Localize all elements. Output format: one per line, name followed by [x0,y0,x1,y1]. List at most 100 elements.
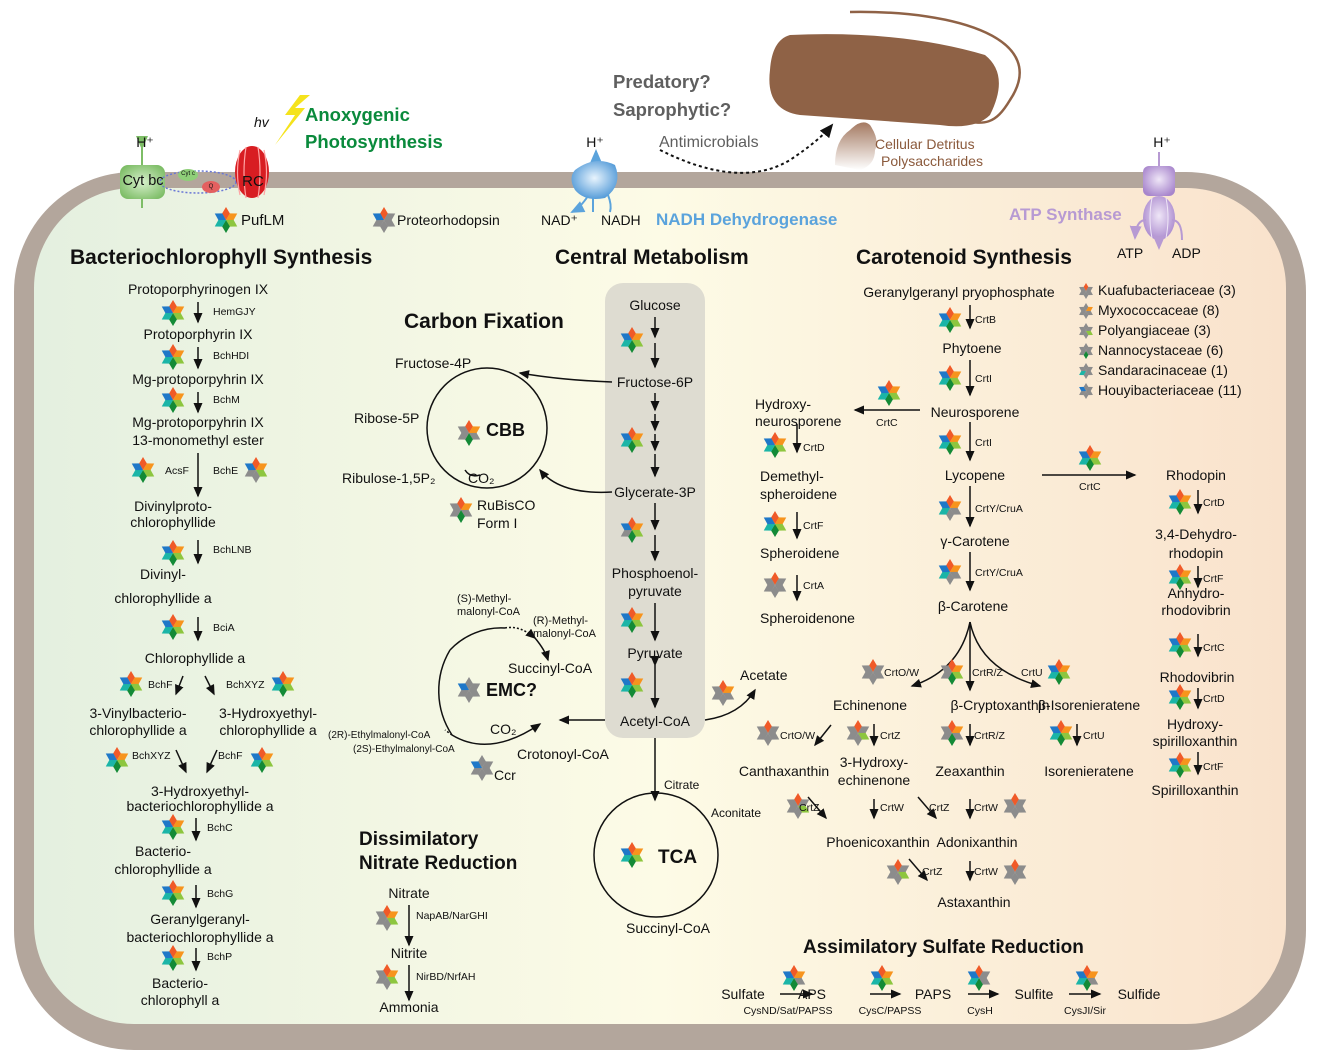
ccr-taxon-icon [470,755,494,781]
petal [1180,495,1192,503]
compound-label: Acetyl-CoA [619,713,691,729]
legend-label: Polyangiaceae (3) [1098,322,1211,338]
crtD-3-taxon-icon [1168,684,1192,710]
petal [1168,638,1180,646]
compound-label: (S)-Methyl- [457,593,512,605]
proteorhodopsin-taxon-icon [372,207,396,233]
enzyme-label: CrtZ [880,730,901,742]
reaction-center [235,146,269,199]
petal [173,820,185,828]
compound-label: chlorophyll a [140,992,220,1008]
polysaccharides-label: Polysaccharides [881,153,983,169]
petal [632,433,644,441]
petal [478,768,486,781]
petal [375,911,387,919]
petal [782,977,794,985]
petal [161,306,173,314]
petal [858,726,870,734]
petal [1086,286,1093,292]
enzyme-label: CrtY/CruA [975,567,1023,579]
compound-label: Isorenieratene [1044,763,1134,779]
petal [457,426,469,434]
central-title: Central Metabolism [555,246,749,269]
legend-2-taxon-icon [1079,323,1093,339]
petal [861,671,873,679]
legend-item: Sandaracinaceae (1) [1098,362,1228,379]
flagellum [849,10,1021,124]
enzyme-label: CrtC [1203,642,1225,654]
petal [173,886,185,894]
ccr-label: Ccr [494,767,516,783]
petal [1079,326,1086,332]
petal [258,747,266,760]
petal [161,356,173,364]
enzyme-label: CrtR/Z [972,667,1003,679]
petal [117,753,129,761]
enzyme-label: CrtO/W [884,667,919,679]
petal [620,523,632,531]
compound-label: 3-Hydroxyethyl- [218,705,318,721]
petal [786,805,798,813]
compound-label: Nitrate [388,885,430,901]
petal [250,753,262,761]
petal [1015,865,1027,873]
legend-label: Kuafubacteriaceae (3) [1098,282,1236,298]
petal [620,439,632,447]
compound-label: Spirilloxanthin [1151,782,1239,798]
compound-label: Sulfide [1117,986,1161,1002]
petal [1079,370,1086,376]
petal [967,971,979,979]
enzyme-label: BciA [213,622,235,634]
emc-label: EMC? [486,680,537,700]
petal [161,892,173,900]
crtI-2-taxon-icon [938,429,962,455]
legend-label: Sandaracinaceae (1) [1098,362,1228,378]
petal [470,761,482,769]
petal [756,726,768,734]
carbon-fixation-title: Carbon Fixation [404,310,564,333]
enzyme-label: BchE [213,465,239,477]
compound-label: bacteriochlorophyllide a [126,798,274,814]
crtB-taxon-icon [938,307,962,333]
petal [161,546,173,554]
compound-label: Zeaxanthin [935,763,1005,779]
compound-label: Divinylproto- [134,498,212,514]
crtC-2-taxon-icon [1078,445,1102,471]
petal [1079,346,1086,352]
glycolysis-1-taxon-icon [620,327,644,353]
enzyme-label: BchF [218,750,243,762]
petal [161,620,173,628]
petal [1086,366,1093,372]
compound-label: Glucose [629,297,681,313]
compound-label: Bacterio- [134,843,192,859]
crtR-1-taxon-icon [940,659,964,685]
compound-label: Echinenone [833,697,907,713]
petal [870,977,882,985]
emc-taxon-icon [457,677,481,703]
nitrate-title-1: Dissimilatory [359,829,479,850]
nadh-dehydrogenase-complex [571,161,618,199]
nitrate-title-2: Nitrate Reduction [359,853,518,874]
adp-label: ADP [1172,245,1201,261]
legend-5-taxon-icon [1079,383,1093,399]
petal [782,971,794,979]
petal [279,684,287,697]
compound-label: Protoporphyrin IX [143,326,253,342]
compound-label: Mg-protoporpyhrin IX [132,371,264,387]
petal [465,690,473,703]
petal [226,213,238,221]
crtZ-2-taxon-icon [786,793,810,819]
compound-label: Ribose-5P [354,410,420,426]
enzyme-label: CrtF [803,520,824,532]
petal [1047,671,1059,679]
compound-label: (2R)-Ethylmalonyl-CoA [328,730,431,741]
compound-label: APS [797,986,827,1002]
enzyme-label: CrtU [1021,667,1043,679]
detritus-plume [835,122,877,170]
petal [1180,758,1192,766]
compound-label: Neurosporene [930,404,1020,420]
legend-item: Myxococcaceae (8) [1098,302,1219,319]
bchLNB-taxon-icon [161,540,185,566]
petal [105,753,117,761]
light-bolt [275,95,310,145]
